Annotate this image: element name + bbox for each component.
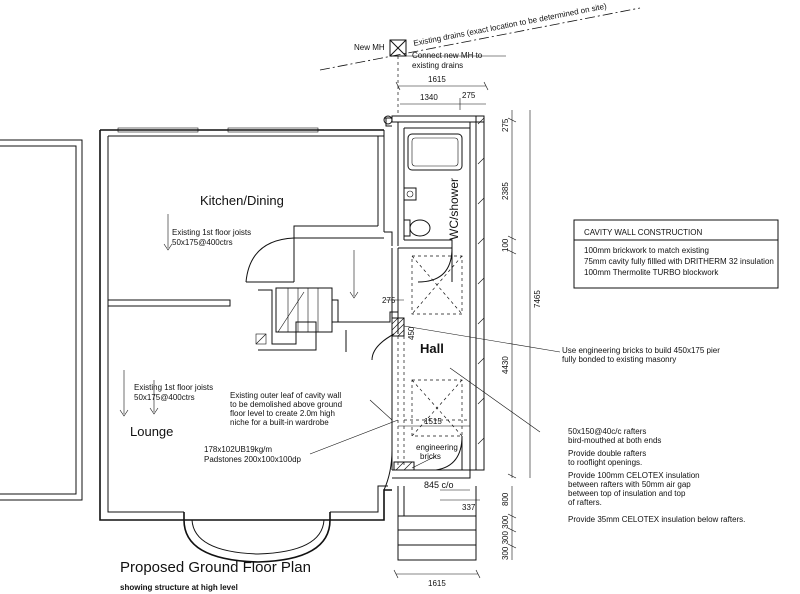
dim-right-hall: 4430 xyxy=(501,356,510,374)
drainage xyxy=(319,7,641,116)
cavity-wall-box: CAVITY WALL CONSTRUCTION 100mm brickwork… xyxy=(573,219,779,289)
note-double-rafters: to rooflight openings. xyxy=(568,458,642,467)
extension-walls xyxy=(391,115,485,561)
note-joists-kitchen: 50x175@400ctrs xyxy=(172,238,233,247)
dim-top-inner: 1340 xyxy=(420,93,438,102)
dim-top-right: 275 xyxy=(462,91,476,100)
note-joists-kitchen: Existing 1st floor joists xyxy=(172,228,251,237)
leader-lines xyxy=(119,214,561,469)
note-celotex: between rafters with 50mm air gap xyxy=(568,480,691,489)
note-eng-bricks: bricks xyxy=(420,452,441,461)
note-outer-leaf: floor level to create 2.0m high xyxy=(230,409,335,418)
cavity-box-line: 75mm cavity fully fillled with DRITHERM … xyxy=(584,257,774,266)
dimension-lines xyxy=(386,81,531,579)
note-pier: fully bonded to existing masonry xyxy=(562,355,676,364)
dim-right-top: 275 xyxy=(501,118,510,132)
note-ub: Padstones 200x100x100dp xyxy=(204,455,302,464)
note-outer-leaf: to be demolished above ground xyxy=(230,400,342,409)
plan-subtitle: showing structure at high level xyxy=(120,583,238,592)
note-celotex: of rafters. xyxy=(568,498,602,507)
dim-bottom: 1615 xyxy=(428,579,446,588)
dim-right-wc: 2385 xyxy=(501,182,510,200)
room-label-wc: WC/shower xyxy=(447,178,461,240)
cavity-box-line: 100mm Thermolite TURBO blockwork xyxy=(584,268,719,277)
plan-title: Proposed Ground Floor Plan xyxy=(120,559,311,576)
note-double-rafters: Provide double rafters xyxy=(568,449,646,458)
note-rafters: bird-mouthed at both ends xyxy=(568,436,661,445)
note-new-mh: New MH xyxy=(354,43,385,52)
note-rafters: 50x150@40c/c rafters xyxy=(568,427,646,436)
cavity-box-heading: CAVITY WALL CONSTRUCTION xyxy=(584,228,702,237)
dim-pier-450: 450 xyxy=(407,326,416,340)
room-label-hall: Hall xyxy=(420,341,444,356)
existing-house-walls xyxy=(99,115,398,563)
note-eng-bricks: engineering xyxy=(416,443,458,452)
cavity-box-line: 100mm brickwork to match existing xyxy=(584,246,709,255)
dim-right-800: 800 xyxy=(501,492,510,506)
note-connect: existing drains xyxy=(412,61,463,70)
dim-pier-275: 275 xyxy=(382,296,396,305)
dim-c-o: 845 c/o xyxy=(424,480,454,490)
neighbour-building xyxy=(0,139,83,501)
room-label-kitchen: Kitchen/Dining xyxy=(200,193,284,208)
note-ub: 178x102UB19kg/m xyxy=(204,445,272,454)
note-connect: Connect new MH to xyxy=(412,51,483,60)
note-outer-leaf: niche for a built-in wardrobe xyxy=(230,418,329,427)
dim-hall-1515: 1515 xyxy=(424,417,442,426)
dim-top-overall: 1615 xyxy=(428,75,446,84)
note-celotex: Provide 100mm CELOTEX insulation xyxy=(568,471,700,480)
note-outer-leaf: Existing outer leaf of cavity wall xyxy=(230,391,341,400)
room-label-lounge: Lounge xyxy=(130,424,173,439)
dim-right-overall: 7465 xyxy=(533,290,542,308)
note-celotex-below: Provide 35mm CELOTEX insulation below ra… xyxy=(568,515,745,524)
dim-337: 337 xyxy=(462,503,476,512)
note-celotex: between top of insulation and top xyxy=(568,489,686,498)
note-joists-lounge: 50x175@400ctrs xyxy=(134,393,195,402)
note-joists-lounge: Existing 1st floor joists xyxy=(134,383,213,392)
dim-steps: 300 300 300 xyxy=(501,515,510,560)
dim-right-100: 100 xyxy=(501,238,510,252)
note-existing-drains: Existing drains (exact location to be de… xyxy=(413,2,608,48)
note-pier: Use engineering bricks to build 450x175 … xyxy=(562,346,720,355)
